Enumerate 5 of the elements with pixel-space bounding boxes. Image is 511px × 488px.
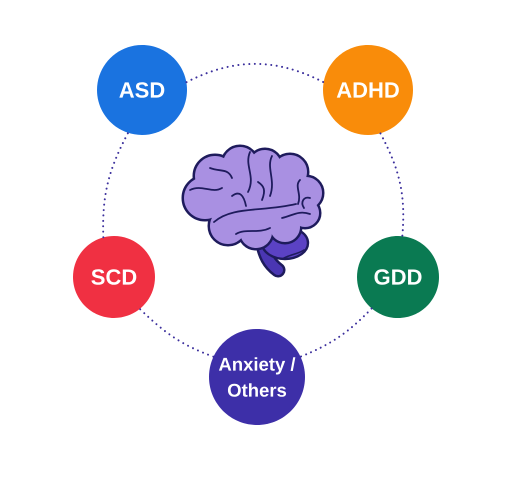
dotted-connector bbox=[186, 62, 324, 84]
dotted-connector bbox=[300, 308, 373, 358]
dotted-connector bbox=[138, 308, 214, 358]
dotted-connector bbox=[379, 132, 404, 238]
dotted-connector bbox=[102, 132, 130, 238]
